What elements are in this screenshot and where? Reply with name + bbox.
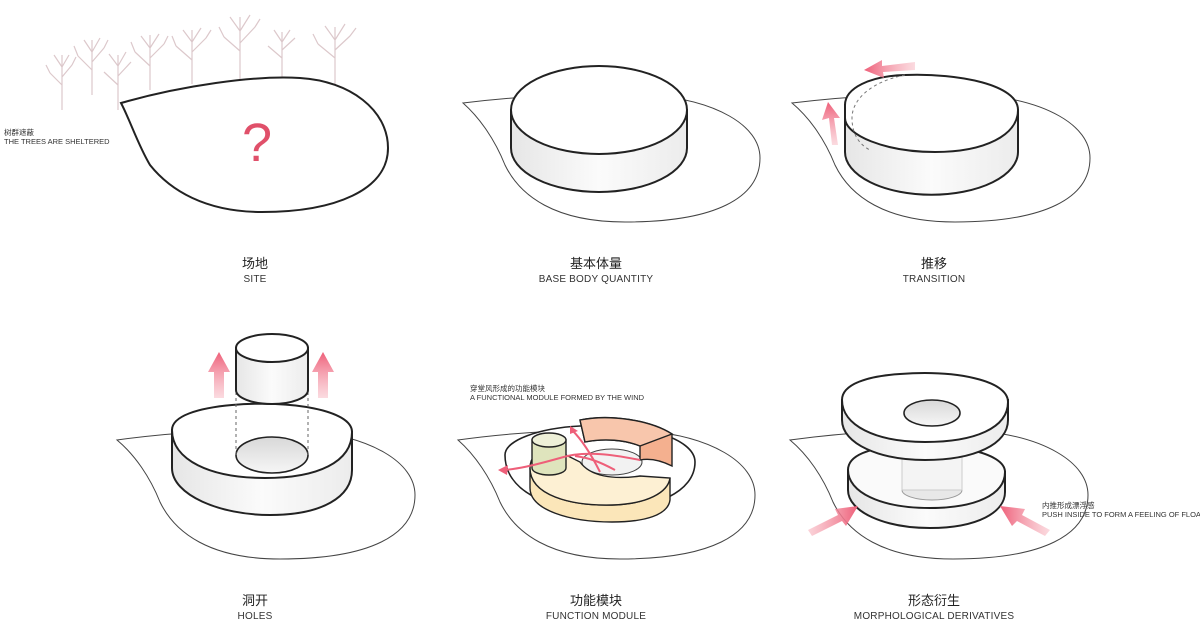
extracted-cylinder-side: [235, 347, 309, 405]
label-en: TRANSITION: [902, 274, 966, 285]
annotation-push-en: PUSH INSIDE TO FORM A FEELING OF FLOATIN…: [1042, 510, 1200, 519]
question-mark: ?: [242, 113, 273, 173]
panel-label-morphological: 形态衍生 MORPHOLOGICAL DERIVATIVES: [804, 594, 1064, 623]
tree-icon: [130, 33, 169, 90]
panel-label-function-module: 功能模块 FUNCTION MODULE: [466, 594, 726, 623]
arrow-up-icon: [208, 352, 230, 398]
module-orange-top: [579, 417, 674, 447]
module-green-top: [531, 432, 567, 448]
cylinder-top: [510, 65, 688, 155]
label-cn: 功能模块: [569, 594, 622, 609]
arrow-up-icon: [822, 102, 840, 145]
label-en: HOLES: [237, 611, 273, 622]
panel-label-site: 场地 SITE: [125, 257, 385, 286]
annotation-trees-en: THE TREES ARE SHELTERED: [4, 137, 110, 146]
tree-icon: [312, 23, 357, 87]
tree-icon: [73, 37, 109, 95]
panel-label-holes: 洞开 HOLES: [125, 594, 385, 623]
label-cn: 洞开: [241, 594, 268, 609]
original-outline-dashed: [851, 74, 906, 151]
label-en: SITE: [243, 274, 267, 285]
panel-function-module: [456, 417, 756, 560]
extracted-cylinder-top: [235, 333, 309, 363]
annotation-wind-cn: 穿堂风形成的功能模块: [470, 384, 545, 393]
label-cn: 基本体量: [569, 257, 622, 272]
ring-inner-void: [581, 448, 643, 476]
annotation-push-cn: 内推形成漂浮感: [1042, 501, 1095, 510]
panel-base-body: [461, 65, 761, 223]
hole-opening: [235, 436, 309, 474]
label-en: FUNCTION MODULE: [545, 611, 647, 622]
wind-arrow-icon: [499, 429, 641, 473]
tree-icon: [171, 27, 212, 84]
tree-icon: [103, 51, 132, 110]
arrow-head-icon: [498, 465, 508, 475]
panel-label-base-body: 基本体量 BASE BODY QUANTITY: [466, 257, 726, 286]
arrow-up-icon: [312, 352, 334, 398]
panel-site: [45, 14, 390, 214]
annotation-trees: 树群遮蔽 THE TREES ARE SHELTERED: [4, 128, 110, 146]
tree-icon: [218, 14, 261, 80]
annotation-push: 内推形成漂浮感 PUSH INSIDE TO FORM A FEELING OF…: [1042, 501, 1200, 519]
label-cn: 推移: [920, 257, 947, 272]
label-en: MORPHOLOGICAL DERIVATIVES: [853, 611, 1015, 622]
shifted-volume-top: [844, 73, 1020, 154]
arrow-left-icon: [1000, 506, 1050, 536]
label-cn: 形态衍生: [907, 594, 960, 609]
module-green-side: [531, 439, 567, 476]
tree-icon: [267, 29, 296, 82]
arrow-left-icon: [864, 60, 915, 78]
upper-hole: [903, 399, 961, 427]
tree-icon: [45, 54, 77, 110]
annotation-wind-en: A FUNCTIONAL MODULE FORMED BY THE WIND: [470, 393, 645, 402]
arrow-right-icon: [808, 506, 858, 536]
annotation-wind: 穿堂风形成的功能模块 A FUNCTIONAL MODULE FORMED BY…: [470, 384, 644, 402]
label-cn: 场地: [241, 257, 268, 272]
panel-label-transition: 推移 TRANSITION: [804, 257, 1064, 286]
label-en: BASE BODY QUANTITY: [538, 274, 654, 285]
site-boundary: [119, 76, 390, 214]
annotation-trees-cn: 树群遮蔽: [4, 128, 34, 137]
panel-transition: [790, 60, 1091, 223]
panel-holes: [115, 333, 416, 560]
panel-morphological: [788, 372, 1089, 560]
arrow-head-icon: [570, 426, 578, 434]
